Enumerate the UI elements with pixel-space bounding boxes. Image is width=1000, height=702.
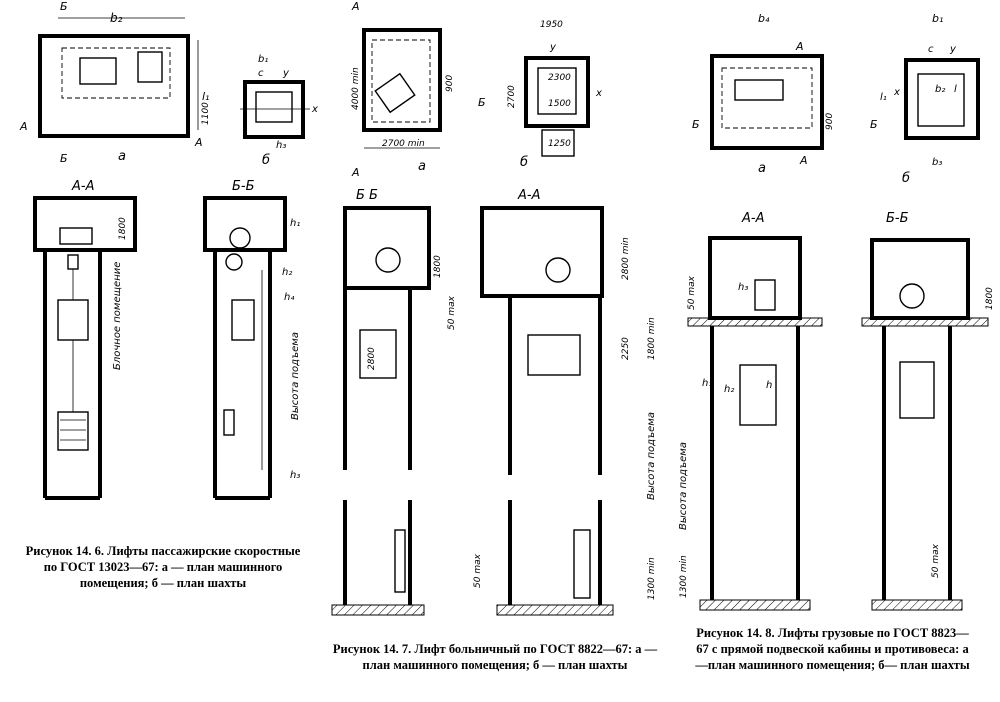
fig6-dim-h2: h₂ bbox=[282, 267, 292, 278]
figure-14-8-caption: Рисунок 14. 8. Лифты грузовые по ГОСТ 88… bbox=[695, 626, 970, 672]
fig8-sublabel-b: б bbox=[902, 171, 910, 186]
figure-14-8: b₄ А 900 Б А a b₁ c y b₂ l l₁ x Б b₃ б А… bbox=[678, 12, 995, 611]
fig7-dim-1300min: 1300 min bbox=[647, 557, 657, 600]
fig6-sublabel-a: а bbox=[118, 149, 126, 164]
fig6-dim-b1: b₁ bbox=[258, 54, 268, 65]
fig7-dim-4000min: 4000 min bbox=[351, 67, 361, 110]
fig8-dim-c: c bbox=[928, 44, 934, 55]
fig8-dim-h: h bbox=[766, 380, 772, 391]
fig8-arrow-a-bottom: А bbox=[799, 154, 808, 167]
fig6-section-aa: А-А 1800 Блочное помещение bbox=[33, 179, 137, 500]
fig7-section-aa: А-А 2800 min 50 max 2250 1800 min Высота… bbox=[447, 188, 657, 616]
fig6-dim-h3-section: h₃ bbox=[290, 470, 300, 481]
fig6-sublabel-b: б bbox=[262, 153, 270, 168]
fig8-section-aa-title: А-А bbox=[741, 211, 764, 226]
fig6-dim-c: c bbox=[258, 68, 264, 79]
figure-14-7: А 4000 min 900 Б 2700 min a А 1950 y 230… bbox=[331, 0, 657, 616]
fig8-dim-h3: h₃ bbox=[738, 282, 748, 293]
fig7-sublabel-a: a bbox=[418, 159, 426, 174]
fig8-dim-b4: b₄ bbox=[758, 12, 770, 25]
fig8-shaft-plan: b₁ c y b₂ l l₁ x Б b₃ б bbox=[870, 12, 980, 186]
fig8-machine-room-plan: b₄ А 900 Б А a bbox=[692, 12, 835, 176]
fig6-dim-h3: h₃ bbox=[276, 140, 286, 151]
fig8-arrow-a-top: А bbox=[795, 40, 804, 53]
fig8-dim-h1: h₁ bbox=[702, 378, 712, 389]
fig7-section-bb: Б Б 1800 2800 bbox=[331, 188, 443, 616]
fig6-lift-height: Высота подъема bbox=[290, 332, 301, 420]
fig6-arrow-b-bottom: Б bbox=[60, 152, 68, 165]
fig6-dim-h4: h₄ bbox=[284, 292, 294, 303]
fig7-dim-2300: 2300 bbox=[548, 73, 571, 83]
fig7-dim-2700min: 2700 min bbox=[382, 139, 425, 149]
fig7-lift-height: Высота подъема bbox=[646, 412, 657, 500]
fig6-machine-room-plan: b₂ l₁ 1100 А Б Б А а bbox=[19, 0, 211, 165]
fig7-dim-1950: 1950 bbox=[540, 20, 563, 30]
fig7-axis-x: x bbox=[595, 88, 602, 99]
fig7-dim-1500: 1500 bbox=[548, 99, 571, 109]
fig8-dim-50max-bottom: 50 max bbox=[931, 543, 941, 578]
fig8-dim-50max-top: 50 max bbox=[687, 275, 697, 310]
fig7-dim-2250: 2250 bbox=[621, 337, 631, 360]
fig7-section-bb-title: Б Б bbox=[356, 188, 378, 203]
fig7-machine-room-plan: А 4000 min 900 Б 2700 min a А bbox=[351, 0, 486, 179]
fig8-dim-b3: b₃ bbox=[932, 157, 942, 168]
fig6-aa-dim-1800: 1800 bbox=[118, 217, 128, 240]
fig7-section-aa-title: А-А bbox=[517, 188, 540, 203]
figure-14-6: b₂ l₁ 1100 А Б Б А а b₁ c y x h₃ б bbox=[19, 0, 318, 500]
fig8-dim-b1: b₁ bbox=[932, 12, 943, 25]
fig7-dim-50max-bottom: 50 max bbox=[473, 553, 483, 588]
fig8-dim-l1: l₁ bbox=[880, 92, 887, 103]
fig8-dim-y: y bbox=[949, 44, 957, 55]
fig7-bb-dim-1800: 1800 bbox=[433, 255, 443, 278]
fig8-axis-x: x bbox=[893, 87, 900, 98]
fig6-shaft-plan: b₁ c y x h₃ б bbox=[240, 54, 318, 168]
fig8-arrow-b-left: Б bbox=[692, 118, 700, 131]
fig6-section-bb-title: Б-Б bbox=[232, 179, 255, 194]
fig7-dim-900: 900 bbox=[445, 75, 455, 92]
fig8-dim-1300min: 1300 min bbox=[679, 555, 689, 598]
fig8-lift-height: Высота подъема bbox=[678, 442, 689, 530]
fig8-dim-b2: b₂ bbox=[935, 84, 945, 95]
fig8-section-bb: Б-Б 1800 50 max bbox=[861, 211, 995, 611]
fig6-label-block-room: Блочное помещение bbox=[112, 262, 123, 370]
fig6-arrow-a-right: А bbox=[194, 136, 203, 149]
fig8-dim-h2: h₂ bbox=[724, 384, 734, 395]
fig8-dim-900: 900 bbox=[825, 113, 835, 130]
fig7-sublabel-b: б bbox=[520, 155, 528, 170]
fig7-shaft-plan: 1950 y 2300 1500 2700 x 1250 б bbox=[507, 20, 602, 170]
fig6-dim-l1: l₁ bbox=[202, 90, 209, 103]
fig6-dim-y: y bbox=[282, 68, 290, 79]
fig7-dim-2700: 2700 bbox=[507, 85, 517, 108]
fig7-dim-1800min: 1800 min bbox=[647, 317, 657, 360]
fig8-section-bb-title: Б-Б bbox=[886, 211, 909, 226]
fig6-dim-1100: 1100 bbox=[201, 102, 211, 125]
fig8-section-aa: А-А h₃ 50 max h₁ h₂ h Высота подъема 130… bbox=[678, 211, 823, 611]
fig7-bb-dim-2800: 2800 bbox=[367, 347, 377, 370]
fig6-axis-x: x bbox=[311, 104, 318, 115]
fig6-arrow-a-left: А bbox=[19, 120, 28, 133]
fig8-arrow-b-right: Б bbox=[870, 118, 878, 131]
fig6-section-aa-title: А-А bbox=[71, 179, 94, 194]
fig7-dim-y: y bbox=[549, 42, 557, 53]
fig7-dim-1250: 1250 bbox=[548, 139, 571, 149]
fig6-dim-h1: h₁ bbox=[290, 218, 300, 229]
fig8-bb-dim-1800: 1800 bbox=[985, 287, 995, 310]
fig6-section-bb: Б-Б h₁ h₂ h₄ Высота подъема h₃ bbox=[203, 179, 301, 500]
fig8-dim-l: l bbox=[954, 84, 957, 95]
fig7-arrow-a-top: А bbox=[351, 0, 360, 13]
figure-14-7-caption: Рисунок 14. 7. Лифт больничный по ГОСТ 8… bbox=[332, 642, 658, 672]
fig7-dim-2800min: 2800 min bbox=[621, 237, 631, 280]
fig8-sublabel-a: a bbox=[758, 161, 766, 176]
fig6-dim-b2: b₂ bbox=[110, 11, 123, 25]
fig6-arrow-b-top: Б bbox=[60, 0, 68, 13]
fig7-arrow-b: Б bbox=[478, 96, 486, 109]
fig7-dim-50max-top: 50 max bbox=[447, 295, 457, 330]
fig7-arrow-a-bottom: А bbox=[351, 166, 360, 179]
figure-14-6-caption: Рисунок 14. 6. Лифты пассажирские скорос… bbox=[25, 544, 301, 590]
